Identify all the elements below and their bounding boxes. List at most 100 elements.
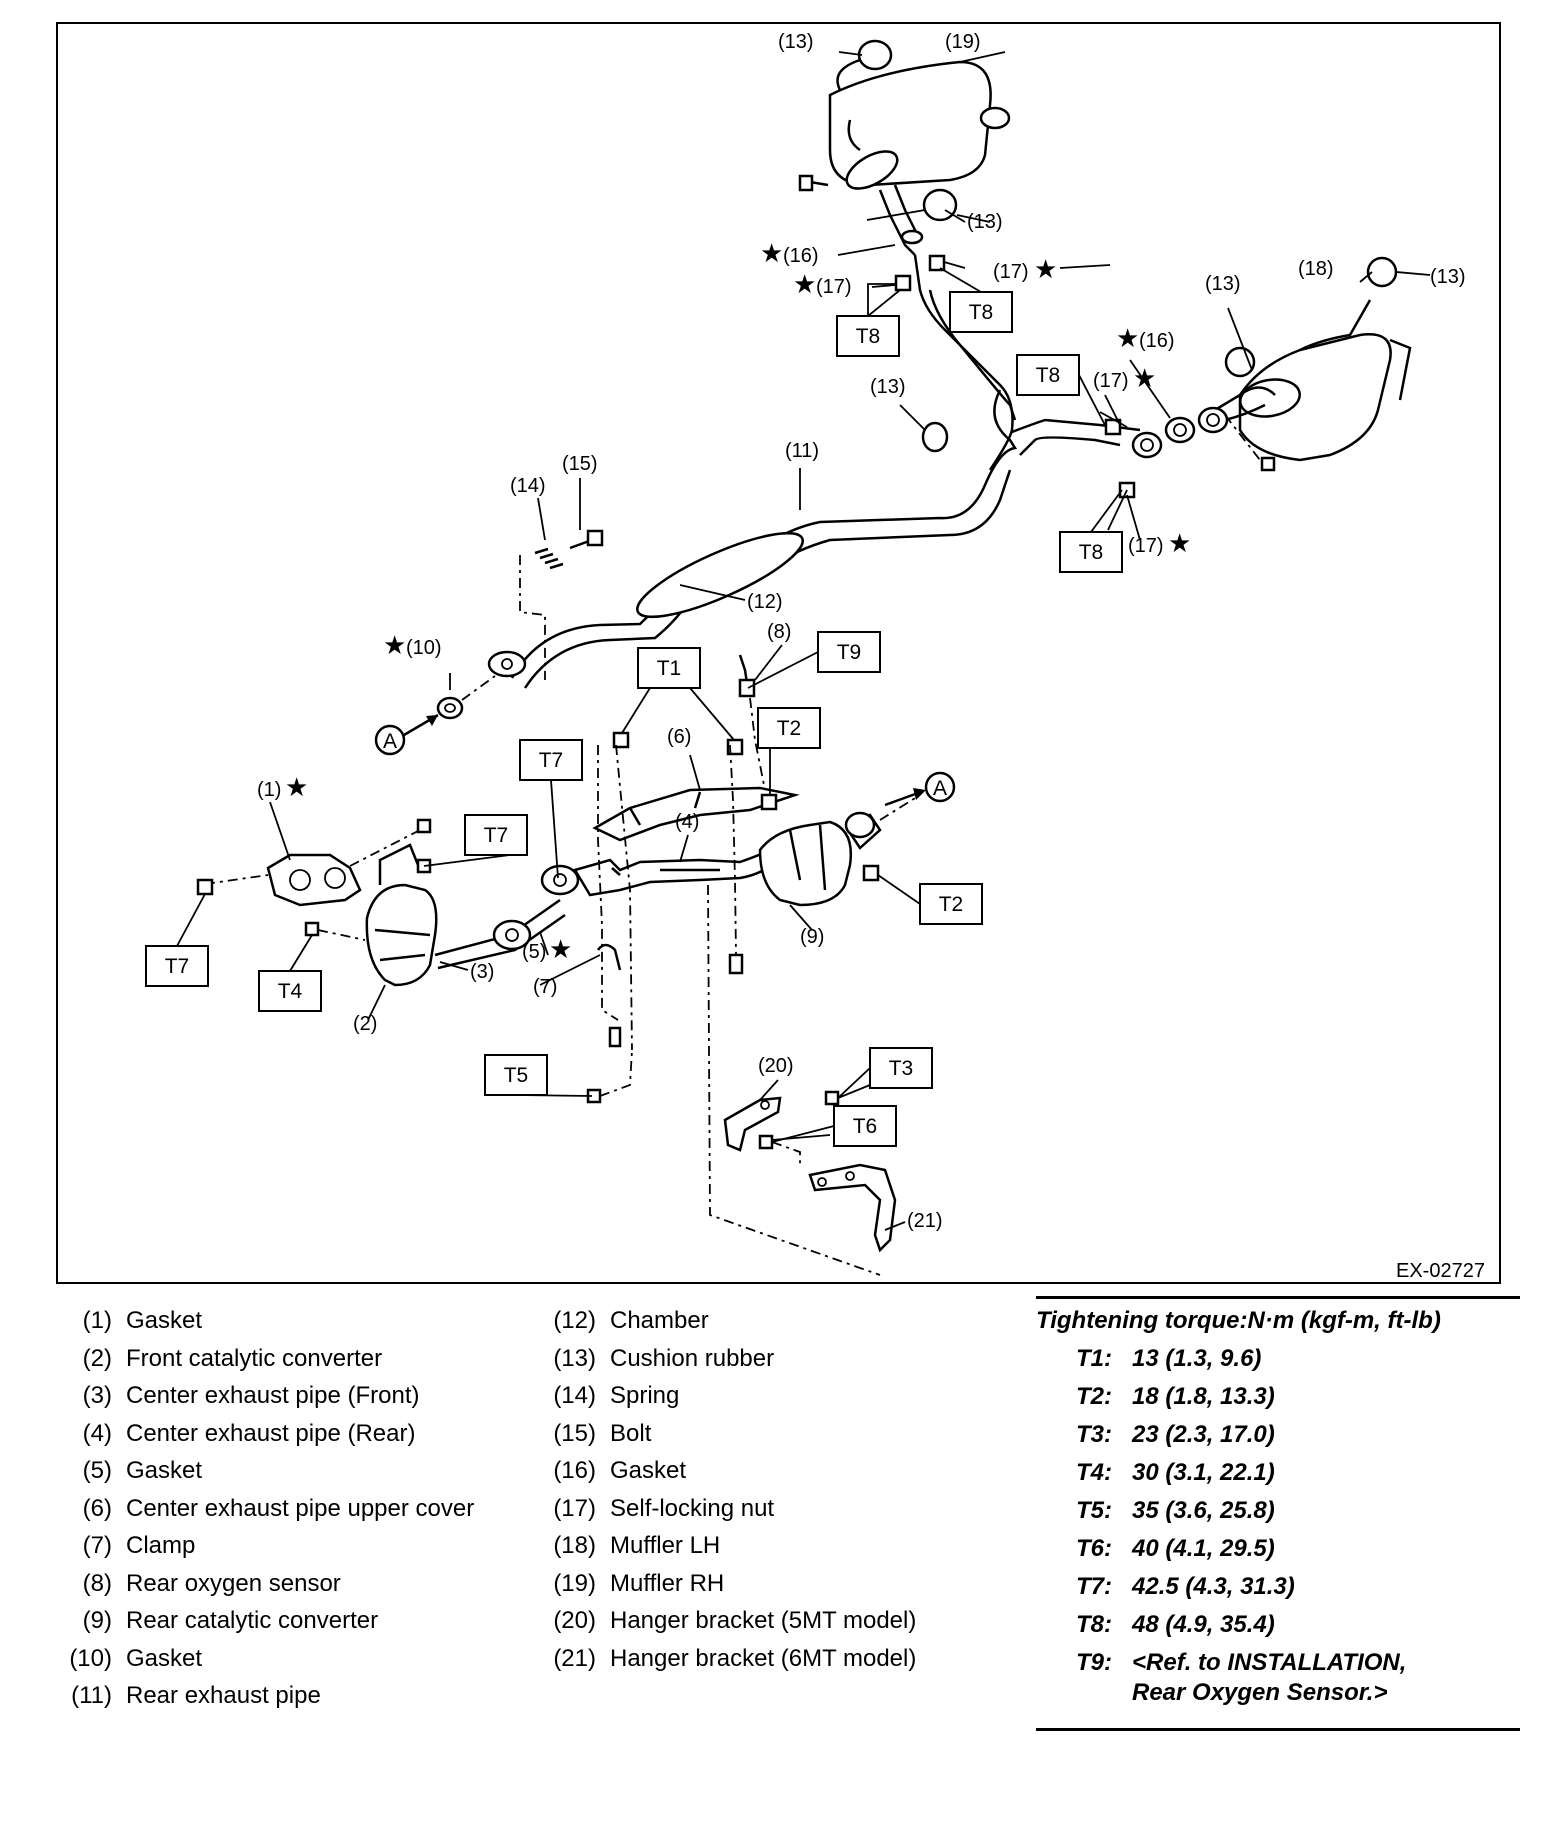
torque-bottom-rule — [1036, 1728, 1520, 1731]
gasket-1 — [204, 829, 421, 907]
tag-t8-a: T8 — [836, 315, 900, 357]
torque-row: T3:23 (2.3, 17.0) — [1076, 1421, 1275, 1448]
svg-text:T8: T8 — [969, 301, 994, 324]
torque-row: T1:13 (1.3, 9.6) — [1076, 1345, 1262, 1372]
svg-text:T6: T6 — [853, 1115, 878, 1138]
nut-17-rh-a — [894, 274, 912, 292]
svg-text:T8: T8 — [1079, 541, 1104, 564]
tag-t2-bottom: T2 — [919, 883, 983, 925]
callout-17-rh-right: (17) — [993, 261, 1029, 283]
callouts: (13) (19) (13) ★ (16) ★ (17) (17) ★ (13)… — [257, 31, 1466, 1232]
bolt-lh — [1260, 456, 1276, 472]
callout-3: (3) — [470, 961, 494, 983]
svg-text:T2: T2 — [939, 893, 964, 916]
svg-text:T9: T9 — [837, 641, 862, 664]
rear-catalytic-converter — [758, 794, 921, 907]
tag-t2-top: T2 — [757, 707, 821, 749]
callout-15: (15) — [562, 453, 598, 475]
tag-t7-top: T7 — [519, 739, 583, 781]
torque-row: T2:18 (1.8, 13.3) — [1076, 1383, 1275, 1410]
callout-13-mid: (13) — [870, 376, 906, 398]
svg-text:T7: T7 — [165, 955, 190, 978]
callout-9: (9) — [800, 926, 824, 948]
leader-lines — [269, 51, 1171, 1231]
tag-t7-mid: T7 — [464, 814, 528, 856]
tag-leader-lines — [176, 267, 1123, 1143]
torque-row: T8:48 (4.9, 35.4) — [1076, 1611, 1275, 1638]
callout-13-lh-left: (13) — [1205, 273, 1241, 295]
callout-10: (10) — [406, 637, 442, 659]
lh-flanges — [1131, 406, 1261, 461]
exhaust-system-diagram: .ln { fill:none; stroke:#000; stroke-wid… — [56, 22, 1501, 1284]
tag-t8-c: T8 — [1016, 354, 1080, 396]
callout-7: (7) — [533, 976, 557, 998]
torque-top-rule — [1036, 1296, 1520, 1299]
connector-a-right-label: A — [933, 777, 947, 800]
svg-text:T8: T8 — [1036, 364, 1061, 387]
callout-1: (1) — [257, 779, 281, 801]
callout-14: (14) — [510, 475, 546, 497]
connector-a-right — [924, 771, 956, 803]
tag-t8-d: T8 — [1059, 531, 1123, 573]
bolt-t4 — [304, 921, 320, 937]
callout-17-lh-top: (17) — [1093, 370, 1129, 392]
torque-title: Tightening torque:N·m (kgf-m, ft-lb) — [1036, 1307, 1441, 1334]
bolt-rear-pipe — [728, 953, 744, 975]
svg-text:T8: T8 — [856, 325, 881, 348]
torque-row: T5:35 (3.6, 25.8) — [1076, 1497, 1275, 1524]
callout-4: (4) — [675, 811, 699, 833]
callout-16-rh: (16) — [783, 245, 819, 267]
tag-t3: T3 — [869, 1047, 933, 1089]
star-16-lh: ★ — [1116, 324, 1139, 354]
star-16-rh: ★ — [760, 239, 783, 269]
svg-text:T5: T5 — [504, 1064, 529, 1087]
clamp — [596, 943, 622, 1048]
bolt-top-left — [416, 818, 432, 834]
nut-t2-a — [760, 793, 778, 811]
callout-13-rh: (13) — [967, 211, 1003, 233]
cushion-rubber-13-lh-right — [1366, 256, 1398, 288]
callout-17-lh-bottom: (17) — [1128, 535, 1164, 557]
rear-pipe-flange — [487, 650, 527, 678]
muffler-lh — [1214, 299, 1412, 462]
connector-a-left — [374, 724, 406, 756]
spring-and-bolt — [519, 529, 604, 680]
gasket-16-rh — [900, 229, 924, 245]
hanger-bracket-6mt — [808, 1163, 897, 1253]
star-17-lh-bottom: ★ — [1168, 529, 1191, 559]
center-exhaust-pipe-rear — [540, 848, 782, 897]
cushion-rubber-13-mid — [921, 421, 949, 453]
torque-tags: T8 T8 T8 T8 T1 T9 T2 T7 T7 T2 T7 T4 T5 T… — [145, 291, 1123, 1147]
svg-text:T2: T2 — [777, 717, 802, 740]
cushion-rubber-13-top — [857, 39, 893, 71]
connector-a-left-label: A — [383, 730, 397, 753]
callout-19: (19) — [945, 31, 981, 53]
callout-8: (8) — [767, 621, 791, 643]
gasket-10 — [436, 675, 496, 720]
svg-text:T4: T4 — [278, 980, 303, 1003]
callout-18: (18) — [1298, 258, 1334, 280]
torque-row: T6:40 (4.1, 29.5) — [1076, 1535, 1275, 1562]
callout-13-lh-right: (13) — [1430, 266, 1466, 288]
tag-t5: T5 — [484, 1054, 548, 1096]
rear-exhaust-pipe — [510, 254, 1141, 689]
nut-t1-right — [726, 738, 744, 756]
alignment-line-a — [597, 745, 619, 1021]
callout-6: (6) — [667, 726, 691, 748]
alignment-line-d — [707, 884, 881, 1276]
star-10: ★ — [383, 631, 406, 661]
callout-20: (20) — [758, 1055, 794, 1077]
callout-21: (21) — [907, 1210, 943, 1232]
bolt-t3 — [824, 1090, 840, 1106]
tag-t7-left: T7 — [145, 945, 209, 987]
callout-12: (12) — [747, 591, 783, 613]
tightening-torque-table: Tightening torque:N·m (kgf-m, ft-lb) T1:… — [1028, 1296, 1520, 1734]
callout-16-lh: (16) — [1139, 330, 1175, 352]
muffler-rh — [828, 53, 1011, 256]
front-catalytic-converter — [365, 843, 438, 987]
rear-oxygen-sensor — [738, 654, 766, 791]
callout-5: (5) — [522, 941, 546, 963]
nut-t1-left — [612, 731, 630, 749]
torque-row: T9:<Ref. to INSTALLATION, — [1076, 1649, 1407, 1676]
tag-t6: T6 — [833, 1105, 897, 1147]
